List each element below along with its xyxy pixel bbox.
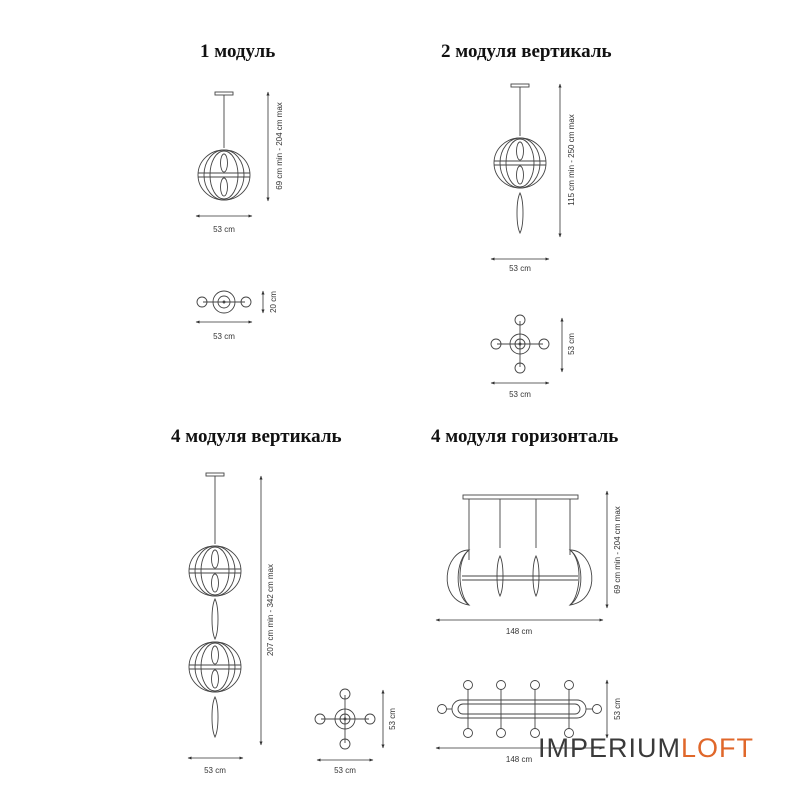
one-module-height-dimension: 69 cm min - 204 cm max: [266, 91, 284, 202]
title-four-horizontal: 4 модуля горизонталь: [431, 426, 619, 447]
four-horizontal-height-label: 69 cm min - 204 cm max: [613, 506, 622, 594]
four-vertical-height-dimension: 207 cm min - 342 cm max: [259, 475, 275, 746]
four-horizontal-height-dimension: 69 cm min - 204 cm max: [605, 490, 622, 609]
one-module-top-depth-dimension: 20 cm: [261, 290, 278, 314]
one-module-width-label: 53 cm: [213, 225, 235, 234]
four-horizontal-top-view: [437, 680, 602, 738]
one-module-width-dimension: 53 cm: [195, 214, 253, 234]
two-vertical-front-view: [493, 83, 547, 234]
one-module-top-view: [196, 290, 252, 314]
two-vertical-top-view: [490, 314, 550, 374]
four-horizontal-width-dimension: 148 cm: [435, 618, 604, 636]
two-vertical-top-depth-dimension: 53 cm: [560, 317, 576, 373]
four-horizontal-top-depth-label: 53 cm: [613, 698, 622, 720]
four-horizontal-top-depth-dimension: 53 cm: [605, 679, 622, 739]
four-vertical-top-width-dimension: 53 cm: [316, 758, 374, 775]
one-module-top-width-dimension: 53 cm: [195, 320, 253, 341]
two-vertical-width-dimension: 53 cm: [490, 257, 550, 273]
two-vertical-top-width-label: 53 cm: [509, 390, 531, 399]
four-vertical-top-view: [314, 688, 376, 750]
four-vertical-top-depth-label: 53 cm: [388, 708, 397, 730]
four-vertical-width-dimension: 53 cm: [187, 756, 244, 775]
one-module-top-width-label: 53 cm: [213, 332, 235, 341]
logo-part-loft: LOFT: [681, 733, 755, 763]
two-vertical-top-depth-label: 53 cm: [567, 333, 576, 355]
title-one-module: 1 модуль: [200, 41, 276, 62]
title-two-vertical: 2 модуля вертикаль: [441, 41, 612, 62]
imperiumloft-logo: IMPERIUMLOFT: [538, 733, 754, 764]
title-four-vertical: 4 модуля вертикаль: [171, 426, 342, 447]
four-horizontal-width-label: 148 cm: [506, 627, 533, 636]
two-vertical-width-label: 53 cm: [509, 264, 531, 273]
four-horizontal-front-view: [446, 494, 593, 606]
four-vertical-width-label: 53 cm: [204, 766, 226, 775]
one-module-height-label: 69 cm min - 204 cm max: [275, 102, 284, 190]
logo-part-imperium: IMPERIUM: [538, 733, 681, 763]
four-vertical-front-view: [188, 472, 242, 738]
four-horizontal-top-width-label: 148 cm: [506, 755, 533, 764]
two-vertical-height-dimension: 115 cm min - 250 cm max: [558, 83, 576, 238]
one-module-front-view: [197, 91, 251, 201]
two-vertical-height-label: 115 cm min - 250 cm max: [567, 114, 576, 205]
four-horizontal-top-width-dimension: 148 cm: [435, 746, 604, 764]
four-vertical-height-label: 207 cm min - 342 cm max: [266, 564, 275, 656]
four-vertical-top-width-label: 53 cm: [334, 766, 356, 775]
two-vertical-top-width-dimension: 53 cm: [490, 381, 550, 399]
four-vertical-top-depth-dimension: 53 cm: [381, 689, 397, 749]
one-module-top-depth-label: 20 cm: [269, 291, 278, 313]
